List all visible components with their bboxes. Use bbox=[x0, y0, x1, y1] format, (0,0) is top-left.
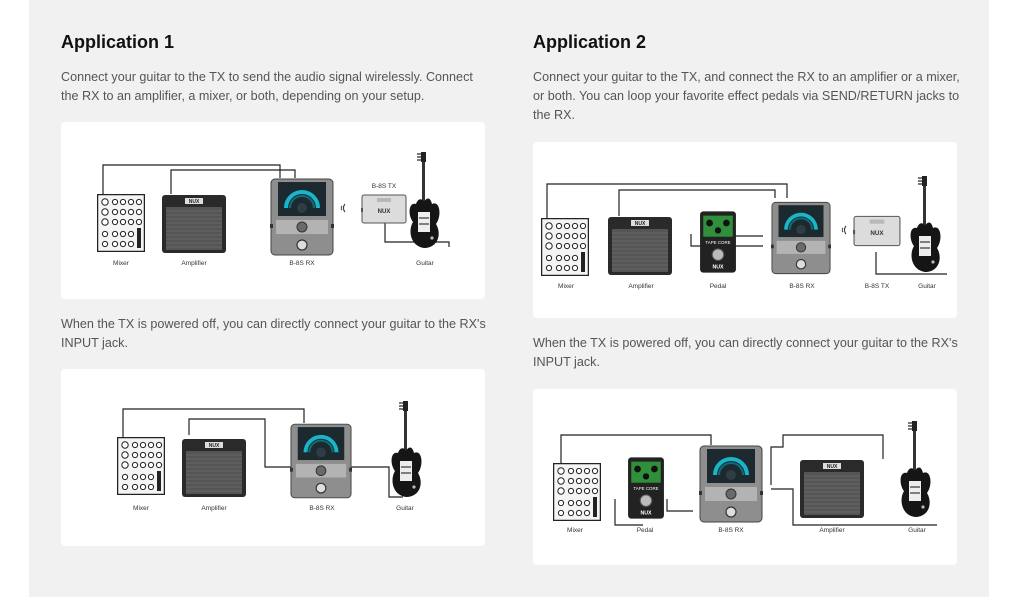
label-mixer: Mixer bbox=[558, 283, 575, 290]
wireless-signal-icon bbox=[340, 203, 346, 213]
cable-amp-to-rx-direct bbox=[770, 434, 884, 485]
cable-mixer-to-rx-direct bbox=[560, 434, 712, 463]
guitar-icon bbox=[909, 176, 942, 273]
wireless-signal-icon bbox=[841, 225, 847, 235]
guitar-icon bbox=[408, 152, 441, 249]
amplifier-icon bbox=[161, 194, 227, 254]
label-amplifier: Amplifier bbox=[181, 260, 207, 267]
receiver-icon bbox=[270, 178, 334, 256]
application-1-wireless-diagram: Mixer Amplifier B-8S RX B-8S TX Guitar bbox=[97, 152, 450, 267]
cable-amp-to-rx bbox=[618, 189, 776, 216]
guitar-icon bbox=[390, 401, 423, 498]
application-2-description: Connect your guitar to the TX, and conne… bbox=[533, 70, 960, 122]
label-amplifier: Amplifier bbox=[628, 283, 654, 290]
application-2-direct-card: Mixer Pedal B-8S RX Amplifier Guitar bbox=[533, 389, 957, 565]
label-mixer: Mixer bbox=[133, 505, 150, 512]
cable-mixer-to-rx bbox=[546, 183, 788, 218]
cable-pedal-send bbox=[690, 234, 763, 247]
label-guitar: Guitar bbox=[918, 283, 937, 290]
application-2-note: When the TX is powered off, you can dire… bbox=[533, 336, 958, 369]
cable-pedal-return-direct bbox=[666, 499, 693, 512]
cable-tx-to-guitar bbox=[875, 252, 947, 275]
label-rx: B-8S RX bbox=[789, 283, 815, 290]
application-1-diagram-card: Mixer Amplifier B-8S RX B-8S TX Guitar bbox=[61, 122, 485, 299]
label-mixer: Mixer bbox=[567, 527, 584, 534]
application-1-direct-diagram: Mixer Amplifier B-8S RX Guitar bbox=[117, 401, 423, 512]
cable-guitar-to-rx-input bbox=[771, 488, 937, 526]
amplifier-icon bbox=[607, 216, 673, 276]
application-1-note: When the TX is powered off, you can dire… bbox=[61, 317, 486, 350]
application-2-direct-diagram: Mixer Pedal B-8S RX Amplifier Guitar bbox=[553, 421, 937, 534]
application-2-diagram-card: Mixer Amplifier Pedal B-8S RX B-8S TX Gu… bbox=[533, 142, 957, 318]
mixer-icon bbox=[117, 437, 165, 495]
label-tx: B-8S TX bbox=[372, 183, 397, 190]
label-tx: B-8S TX bbox=[865, 283, 890, 290]
application-1-title: Application 1 bbox=[61, 32, 175, 52]
label-amplifier: Amplifier bbox=[819, 527, 845, 534]
mixer-icon bbox=[541, 218, 589, 276]
label-rx: B-8S RX bbox=[309, 505, 335, 512]
amplifier-icon bbox=[799, 459, 865, 519]
mixer-icon bbox=[97, 194, 145, 252]
cable-amp-to-rx-direct bbox=[188, 418, 293, 468]
cable-mixer-to-rx bbox=[102, 164, 281, 200]
cable-mixer-to-rx-direct bbox=[122, 408, 305, 437]
receiver-icon bbox=[289, 424, 353, 498]
transmitter-icon bbox=[361, 194, 407, 224]
cable-amp-to-rx bbox=[170, 169, 296, 194]
applications-section: Application 1 Connect your guitar to the… bbox=[29, 0, 989, 597]
pedal-icon bbox=[699, 210, 737, 274]
label-guitar: Guitar bbox=[908, 527, 927, 534]
label-pedal: Pedal bbox=[637, 527, 654, 534]
label-pedal: Pedal bbox=[710, 283, 727, 290]
transmitter-icon bbox=[853, 215, 901, 247]
label-mixer: Mixer bbox=[113, 260, 130, 267]
cable-guitar-to-rx-input bbox=[351, 466, 403, 498]
application-2-title: Application 2 bbox=[533, 32, 647, 52]
pedal-icon bbox=[627, 456, 665, 520]
application-2-wireless-diagram: Mixer Amplifier Pedal B-8S RX B-8S TX Gu… bbox=[541, 176, 947, 290]
application-1-description: Connect your guitar to the TX to send th… bbox=[61, 70, 473, 103]
cable-pedal-send-direct bbox=[614, 499, 643, 526]
label-rx: B-8S RX bbox=[289, 260, 315, 267]
label-guitar: Guitar bbox=[396, 505, 415, 512]
application-1-direct-card: Mixer Amplifier B-8S RX Guitar bbox=[61, 369, 485, 546]
label-guitar: Guitar bbox=[416, 260, 435, 267]
label-amplifier: Amplifier bbox=[201, 505, 227, 512]
mixer-icon bbox=[553, 463, 601, 521]
guitar-icon bbox=[899, 421, 932, 518]
amplifier-icon bbox=[181, 438, 247, 498]
label-rx: B-8S RX bbox=[718, 527, 744, 534]
receiver-icon bbox=[699, 445, 763, 523]
receiver-icon bbox=[770, 202, 832, 273]
